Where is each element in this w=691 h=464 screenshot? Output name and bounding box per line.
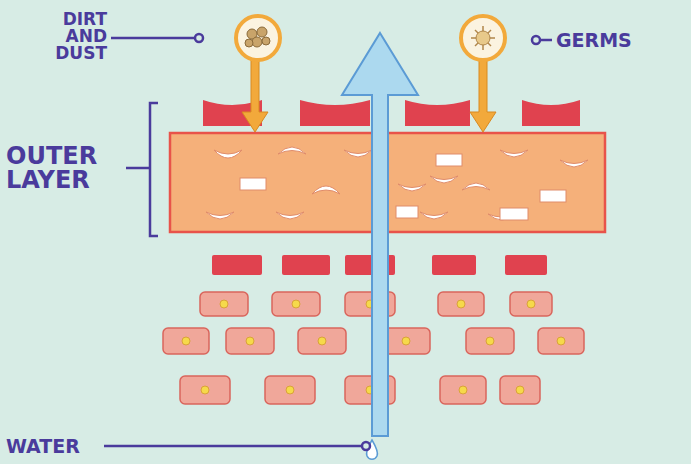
entry-arrow — [242, 60, 268, 132]
germ-icon — [461, 16, 505, 60]
entry-arrow — [470, 60, 496, 132]
flakes — [206, 147, 588, 220]
dirt-icon — [236, 16, 280, 60]
part-label: GERMS — [556, 31, 632, 50]
part-label: DIRT AND DUST — [55, 11, 107, 62]
water-arrow — [342, 33, 418, 436]
leader-lines — [104, 34, 552, 450]
part-label: WATER — [6, 437, 80, 456]
part-label: OUTER LAYER — [6, 144, 97, 192]
